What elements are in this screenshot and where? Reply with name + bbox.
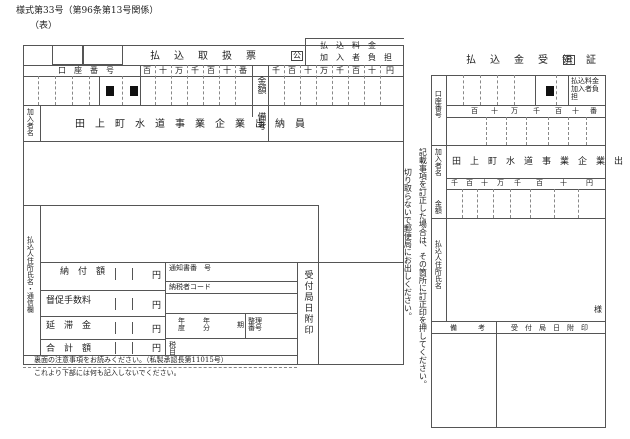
amount-label: 金額 (255, 76, 266, 94)
receipt-remarks-label: 備 考 (450, 324, 485, 332)
slip-title-mark: 公 (291, 51, 303, 61)
fee-header-2: 加 入 者 負 担 (320, 53, 392, 62)
subscriber-label: 加入者名 (26, 108, 35, 136)
period-label: 期 (237, 321, 244, 329)
digit-man: 万 (175, 66, 183, 75)
payment-amount-label: 納 付 額 (60, 267, 106, 277)
ra-digit-juu2: 十 (560, 179, 567, 187)
fee-header-1: 払 込 料 金 (320, 41, 376, 50)
account-prefix-box (52, 45, 83, 65)
receipt-amount-label: 金額 (434, 200, 443, 214)
fee-digit-sen2: 千 (336, 66, 344, 75)
form-number: 様式第33号（第96条第13号関係） (16, 6, 159, 16)
remarks-label: 備考 (255, 112, 266, 130)
ra-digit-sen2: 千 (514, 179, 521, 187)
yen-2: 円 (152, 301, 162, 311)
subscriber-name: 田 上 町 水 道 事 業 企 業 出 納 員 (75, 119, 305, 130)
digit-juu2: 十 (223, 66, 231, 75)
fee-digit-man: 万 (320, 66, 328, 75)
receipt-stamp-label: 受 付 局 日 附 印 (511, 324, 588, 332)
fee-digit-hyaku: 百 (288, 66, 296, 75)
ra-digit-hyaku: 百 (466, 179, 473, 187)
total-label: 合 計 額 (46, 344, 92, 354)
slip-title: 払 込 取 扱 票 (150, 51, 258, 62)
ra-digit-hyaku2: 百 (536, 179, 543, 187)
yen-3: 円 (152, 325, 162, 335)
receipt-check-mark (546, 86, 554, 96)
month-label: 年分 (203, 317, 210, 332)
note-2: これより下部には何も記入しないでください。 (34, 369, 181, 377)
note-1: 裏面の注意事項をお読みください。（私製承認長第11015号） (34, 356, 228, 364)
ra-digit-juu: 十 (481, 179, 488, 187)
fee-digit-sen: 千 (272, 66, 280, 75)
digit-ban: 番 (239, 66, 247, 75)
delay-fee-label: 延 滞 金 (46, 321, 92, 331)
r-digit-hyaku: 百 (471, 107, 478, 115)
fee-digit-hyaku2: 百 (352, 66, 360, 75)
r-digit-juu2: 十 (572, 107, 579, 115)
side-label: （表） (30, 21, 58, 31)
fee-digit-juu2: 十 (368, 66, 376, 75)
r-digit-man: 万 (511, 107, 518, 115)
digit-hyaku2: 百 (207, 66, 215, 75)
digit-hyaku: 百 (143, 66, 151, 75)
tax-item-label: 税目 (169, 341, 176, 356)
correction-notice: 記載事項を訂正した場合は、その箇所に訂正印を押してください。 (418, 148, 428, 388)
r-digit-hyaku2: 百 (555, 107, 562, 115)
account-number-label: 口 座 番 号 (58, 66, 114, 75)
notice-number-label: 通知書番 号 (169, 264, 211, 272)
receipt-account-label: 口座番号 (434, 90, 443, 118)
fee-digit-yen: 円 (386, 66, 394, 75)
receipt-border (431, 75, 606, 428)
cut-notice: 切り取らないで郵便局にお出しください。 (403, 168, 413, 320)
r-digit-sen: 千 (533, 107, 540, 115)
receipt-title-mark: 公 (563, 55, 575, 65)
ra-digit-man: 万 (497, 179, 504, 187)
taxpayer-code-label: 納税者コード (169, 283, 211, 291)
arrange-number-label: 整理番号 (248, 317, 262, 332)
receipt-title: 払 込 金 受 領 証 (466, 55, 598, 66)
yen-1: 円 (152, 271, 162, 281)
receipt-payer-label: 払込人住所氏名 (434, 240, 443, 289)
receipt-subscriber-name: 田 上 町 水 道 事 業 企 業 出 納 員 (452, 157, 630, 167)
account-check-box (83, 45, 123, 65)
yen-4: 円 (152, 344, 162, 354)
receipt-fee-label: 払込料金加入者負担 (571, 77, 599, 102)
fee-digit-juu: 十 (304, 66, 312, 75)
account-check-mark-2 (130, 86, 138, 96)
r-digit-juu: 十 (491, 107, 498, 115)
account-check-mark-1 (106, 86, 114, 96)
payer-label: 払込人住所氏名・通信欄 (26, 236, 35, 313)
honorific: 様 (594, 305, 602, 314)
ra-digit-yen: 円 (586, 179, 593, 187)
digit-sen: 千 (191, 66, 199, 75)
digit-juu: 十 (159, 66, 167, 75)
ra-digit-sen: 千 (451, 179, 458, 187)
late-fee-label: 督促手数料 (46, 296, 92, 306)
year-label: 年度 (178, 317, 185, 332)
receiving-office-stamp-label: 受付局日附印 (302, 270, 313, 336)
r-digit-ban: 番 (590, 107, 597, 115)
receipt-subscriber-label: 加入者名 (434, 148, 443, 176)
